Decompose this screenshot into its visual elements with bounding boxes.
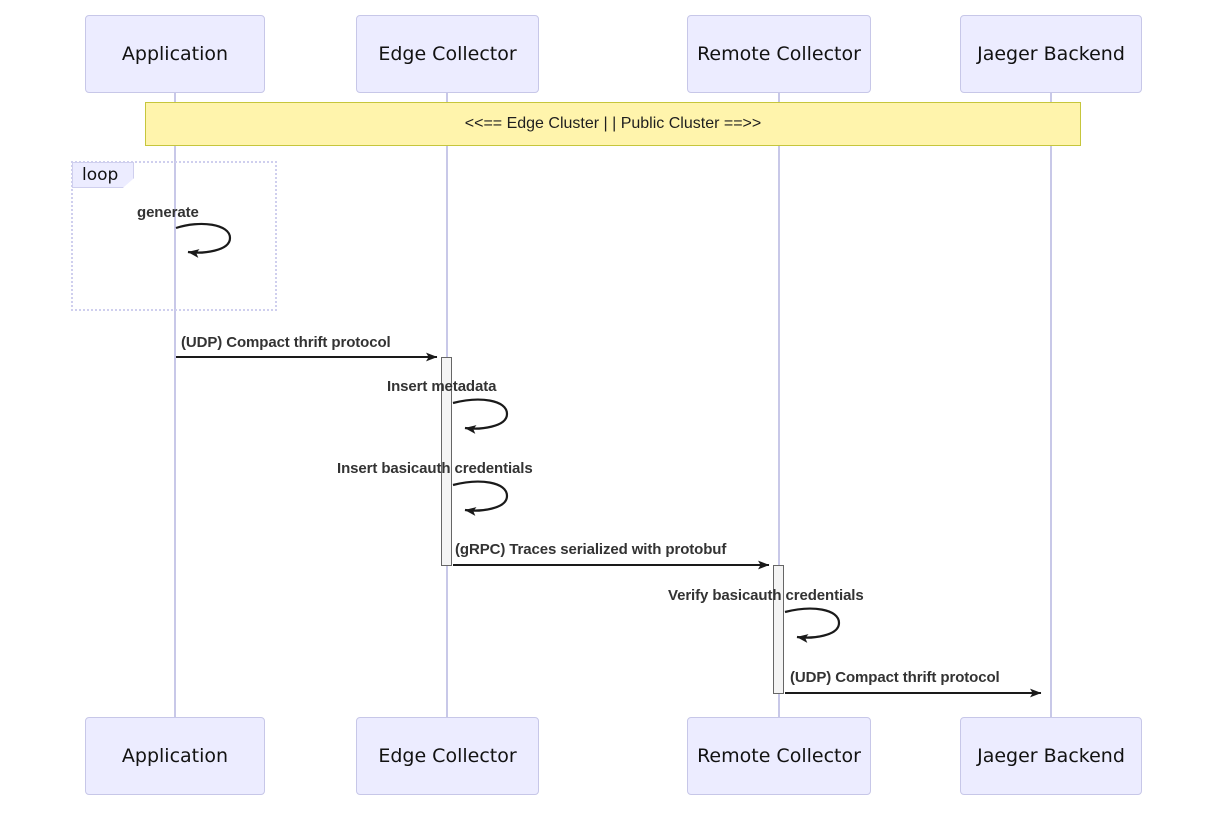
self-message-insert-metadata (452, 398, 509, 434)
participant-label-jaeger-backend-top: Jaeger Backend (977, 43, 1125, 65)
lifeline-jaeger-backend (1050, 93, 1052, 717)
activation-edge-collector (441, 357, 452, 566)
participant-label-edge-collector-top: Edge Collector (378, 43, 517, 65)
participant-label-remote-collector-bottom: Remote Collector (697, 745, 861, 767)
participant-box-jaeger-backend-bottom[interactable]: Jaeger Backend (960, 717, 1142, 795)
loop-fragment-box (71, 161, 277, 311)
loop-fragment-tab: loop (72, 162, 134, 188)
participant-label-edge-collector-bottom: Edge Collector (378, 745, 517, 767)
participant-box-edge-collector-bottom[interactable]: Edge Collector (356, 717, 539, 795)
note-edge-public-cluster: <<== Edge Cluster | | Public Cluster ==>… (145, 102, 1081, 146)
message-label-verify-basicauth-credentials: Verify basicauth credentials (668, 587, 864, 604)
message-label-insert-metadata: Insert metadata (387, 378, 497, 395)
participant-label-jaeger-backend-bottom: Jaeger Backend (977, 745, 1125, 767)
participant-box-remote-collector-top[interactable]: Remote Collector (687, 15, 871, 93)
message-label-udp-remote-to-jaeger: (UDP) Compact thrift protocol (790, 669, 1000, 686)
participant-box-jaeger-backend-top[interactable]: Jaeger Backend (960, 15, 1142, 93)
activation-remote-collector (773, 565, 784, 694)
loop-fragment-label: loop (82, 165, 119, 185)
message-label-generate: generate (137, 204, 199, 221)
message-label-insert-basicauth-credentials: Insert basicauth credentials (337, 460, 533, 477)
self-message-insert-basicauth-credentials (452, 480, 509, 516)
participant-box-application-top[interactable]: Application (85, 15, 265, 93)
participant-label-remote-collector-top: Remote Collector (697, 43, 861, 65)
participant-label-application-bottom: Application (121, 745, 229, 767)
note-label: <<== Edge Cluster | | Public Cluster ==>… (464, 115, 762, 132)
participant-box-remote-collector-bottom[interactable]: Remote Collector (687, 717, 871, 795)
lifeline-application (174, 93, 176, 717)
participant-label-application-top: Application (121, 43, 229, 65)
message-label-grpc-edge-to-remote: (gRPC) Traces serialized with protobuf (455, 541, 727, 558)
message-label-udp-app-to-edge: (UDP) Compact thrift protocol (181, 334, 391, 351)
self-message-verify-basicauth-credentials (784, 607, 841, 643)
lifeline-remote-collector (778, 93, 780, 717)
participant-box-application-bottom[interactable]: Application (85, 717, 265, 795)
participant-box-edge-collector-top[interactable]: Edge Collector (356, 15, 539, 93)
